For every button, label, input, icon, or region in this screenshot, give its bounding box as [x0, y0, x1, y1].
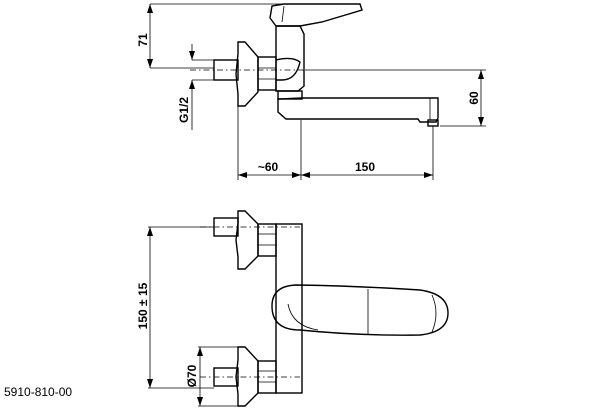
mixer-body-front — [275, 223, 303, 394]
escutcheon-bottom — [235, 346, 259, 407]
dim-escutcheon-diameter: Ø70 — [185, 346, 238, 407]
dim-label-inlet-spacing: 150 ± 15 — [136, 282, 150, 329]
dim-label-71: 71 — [136, 33, 150, 47]
dim-spout-height: 60 — [305, 69, 486, 127]
dim-label-wall-offset: ~60 — [258, 160, 279, 174]
dim-thread: G1/2 — [177, 44, 214, 130]
dim-label-g12: G1/2 — [177, 97, 191, 123]
escutcheon-top — [235, 210, 259, 270]
lever-front — [271, 284, 449, 336]
product-code: 5910-810-00 — [4, 385, 73, 399]
dim-horizontal: ~60 150 — [237, 106, 434, 180]
escutcheon-side — [235, 41, 259, 107]
dim-inlet-spacing: 150 ± 15 — [136, 226, 214, 389]
hex-nut-top — [257, 223, 277, 257]
spout-side — [277, 97, 439, 123]
dim-label-diameter: Ø70 — [185, 364, 199, 387]
front-view — [200, 210, 449, 407]
hex-nut-side — [257, 56, 277, 91]
dim-label-150: 150 — [355, 160, 375, 174]
dim-label-60: 60 — [467, 91, 481, 105]
side-view — [190, 3, 439, 127]
lever-handle-side — [269, 3, 363, 27]
dim-lever-height: 71 — [136, 3, 284, 69]
